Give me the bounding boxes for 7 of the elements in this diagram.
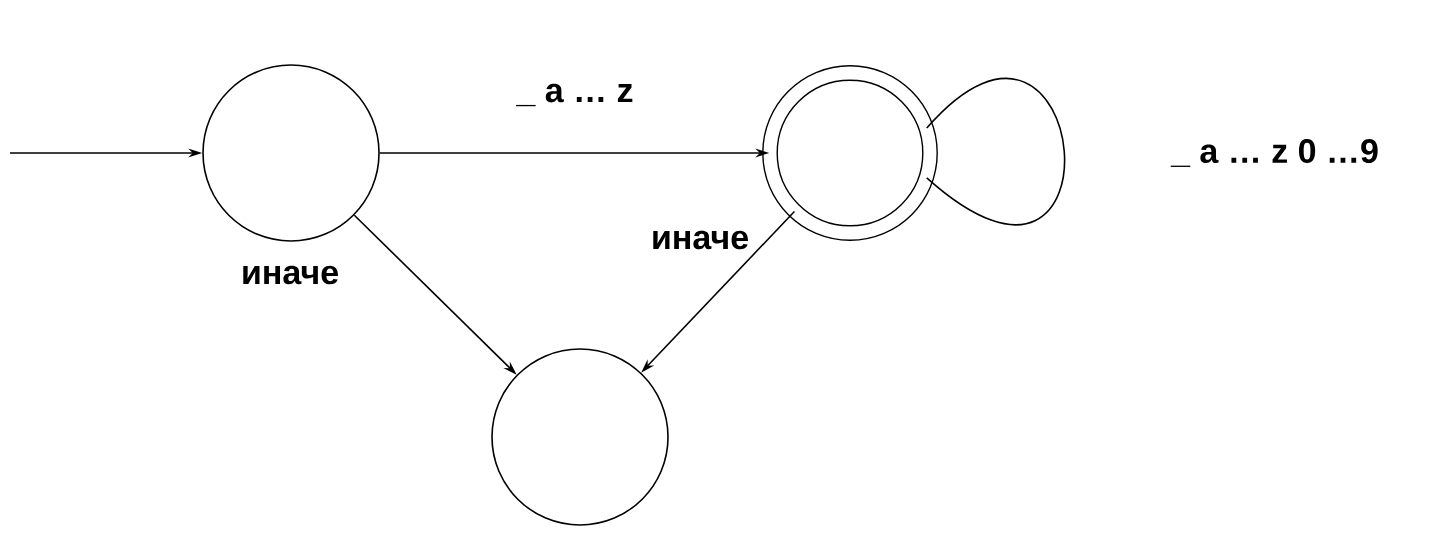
state-circle <box>491 348 669 526</box>
edge-label: _ a … z 0 …9 <box>1170 138 1380 168</box>
edge-label: иначе <box>239 264 341 286</box>
edge-label: иначе <box>649 229 751 251</box>
edge-label: _ a … z <box>515 82 635 108</box>
state-circle <box>762 65 938 241</box>
state-circle <box>202 64 380 242</box>
